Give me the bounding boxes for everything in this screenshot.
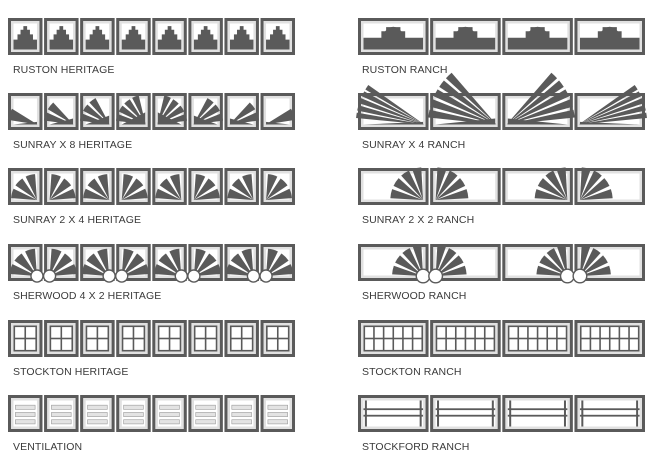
window-section — [502, 167, 573, 205]
window-section — [188, 168, 223, 205]
window-section — [502, 320, 573, 357]
window-section — [224, 168, 259, 205]
window-section — [358, 244, 431, 284]
window-section — [430, 18, 501, 55]
window-section — [44, 18, 79, 55]
window-panel-stockford-ranch — [358, 395, 645, 432]
window-section — [116, 93, 151, 130]
window-section — [574, 167, 645, 205]
window-section — [224, 93, 260, 130]
window-section — [8, 320, 43, 357]
window-section — [260, 168, 296, 205]
style-label: SUNRAY X 8 HERITAGE — [13, 139, 133, 151]
window-section — [224, 244, 261, 283]
window-section — [430, 167, 501, 205]
window-panel-ventilation-heritage — [8, 395, 296, 432]
window-panel-sherwood-heritage — [8, 244, 296, 283]
window-section — [188, 395, 223, 432]
window-section — [8, 244, 44, 283]
window-section — [80, 395, 115, 432]
window-section — [430, 320, 501, 357]
window-section — [188, 320, 223, 357]
window-section — [574, 18, 645, 55]
window-section — [152, 93, 187, 130]
style-label: SUNRAY 2 X 2 RANCH — [362, 214, 475, 226]
window-section — [358, 395, 429, 432]
window-section — [80, 244, 116, 283]
window-section — [80, 168, 115, 205]
window-section — [188, 18, 223, 55]
window-panel-sunray2x4-heritage — [8, 168, 296, 205]
window-section — [574, 85, 647, 130]
window-section — [358, 320, 429, 357]
window-section — [80, 18, 115, 55]
window-section — [574, 395, 645, 432]
window-section — [152, 395, 187, 432]
window-section — [224, 320, 259, 357]
window-section — [502, 244, 575, 284]
window-panel-sunray2x4-ranch — [358, 167, 645, 205]
style-label: RUSTON HERITAGE — [13, 64, 115, 76]
style-label: STOCKFORD RANCH — [362, 441, 470, 453]
style-label: SHERWOOD RANCH — [362, 290, 467, 302]
window-section — [7, 93, 43, 130]
window-section — [42, 244, 79, 283]
window-section — [358, 167, 429, 205]
window-panel-stockton-heritage — [8, 320, 296, 357]
window-section — [8, 18, 43, 55]
window-section — [8, 168, 43, 205]
window-section — [43, 93, 79, 130]
window-section — [574, 320, 645, 357]
window-section — [187, 244, 223, 283]
window-section — [44, 320, 79, 357]
style-label: SUNRAY 2 X 4 HERITAGE — [13, 214, 142, 226]
window-section — [428, 244, 501, 284]
window-panel-sunray8-ranch — [356, 72, 647, 130]
window-section — [260, 18, 296, 55]
window-section — [430, 395, 501, 432]
window-section — [259, 244, 296, 283]
window-section — [79, 93, 115, 130]
window-section — [8, 395, 43, 432]
style-label: VENTILATION — [13, 441, 83, 453]
window-panel-stockton-ranch — [358, 320, 645, 357]
window-section — [152, 18, 187, 55]
window-section — [502, 18, 573, 55]
window-section — [116, 18, 151, 55]
window-section — [224, 395, 259, 432]
style-label: SHERWOOD 4 X 2 HERITAGE — [13, 290, 162, 302]
window-section — [188, 93, 224, 130]
window-panel-ruston-heritage — [8, 18, 296, 55]
window-section — [44, 168, 79, 205]
style-label: STOCKTON HERITAGE — [13, 366, 129, 378]
window-section — [358, 18, 429, 55]
window-section — [116, 320, 151, 357]
window-section — [152, 244, 188, 283]
window-panel-sherwood-ranch — [358, 244, 645, 284]
window-section — [115, 244, 151, 283]
window-section — [260, 320, 296, 357]
window-section — [572, 244, 645, 284]
window-panel-ruston-ranch — [358, 18, 645, 55]
window-section — [152, 168, 187, 205]
window-section — [116, 168, 151, 205]
window-section — [502, 395, 573, 432]
window-section — [428, 72, 501, 130]
style-label: SUNRAY X 4 RANCH — [362, 139, 466, 151]
window-section — [502, 72, 575, 130]
window-section — [44, 395, 79, 432]
window-section — [260, 395, 296, 432]
window-panel-sunray8-heritage — [7, 93, 296, 130]
style-label: RUSTON RANCH — [362, 64, 448, 76]
window-section — [80, 320, 115, 357]
style-label: STOCKTON RANCH — [362, 366, 462, 378]
window-section — [356, 85, 429, 130]
window-section — [116, 395, 151, 432]
window-section — [152, 320, 187, 357]
window-section — [260, 93, 296, 130]
window-section — [224, 18, 259, 55]
